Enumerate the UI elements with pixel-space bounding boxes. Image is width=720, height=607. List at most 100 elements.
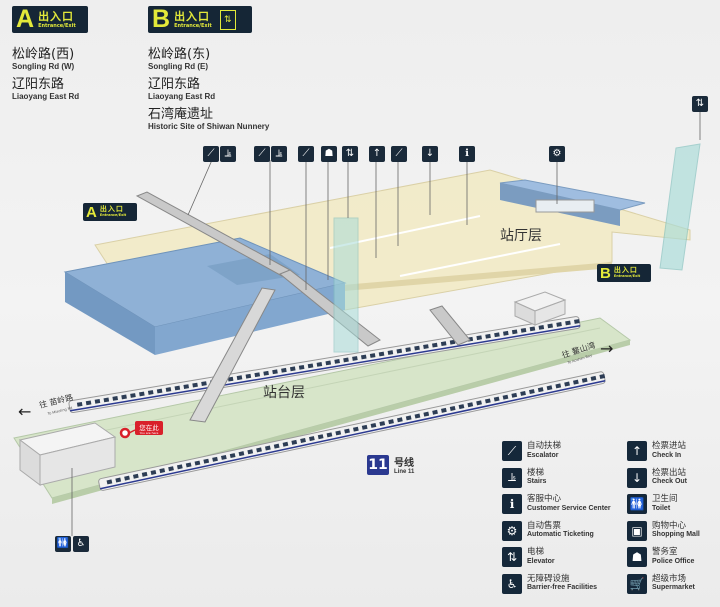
check-out-icon: ↓ [627,467,647,488]
line-badge: 11 号线 Line 11 [367,454,414,475]
platform-building [18,291,567,486]
legend-label-cn: 购物中心 [652,520,687,531]
legend-label-en: Customer Service Center [527,504,611,512]
direction-east-en: To Aoshan Bay [566,353,592,365]
you-are-here-tag [135,421,163,435]
you-are-here-en: You are here [140,431,159,435]
map-exit-b-cn: 出入口 [613,266,638,275]
map-exit-b-tag: B 出入口 Entrance/Exit [597,264,651,282]
map-exit-b-en: Entrance/Exit [613,274,641,279]
escalator-platform-3 [429,305,471,346]
trains [68,316,606,491]
map-exit-a-tag: A 出入口 Entrance/Exit [83,203,137,221]
legend-label-cn: 超级市场 [652,573,687,584]
dest-cn: 松岭路(东) [148,47,211,62]
legend-label-cn: 检票出站 [652,467,687,478]
you-are-here-marker [119,427,131,439]
escalator-icon: ⟋ [203,146,219,162]
elevator-shaft-center [333,217,359,353]
line-en: Line 11 [394,469,415,475]
check-in-icon: ↑ [627,441,647,461]
dest-cn: 松岭路(西) [12,47,75,62]
dest-cn: 石湾庵遗址 [148,106,214,122]
direction-west-en: To Miaoling Rd [46,406,72,416]
map-exit-a-letter: A [86,203,97,221]
legend-label-en: Police Office [652,557,695,565]
customer-service-icon: ℹ [502,494,522,514]
elevator-icon: ⇅ [692,96,708,112]
legend-label-cn: 客服中心 [527,494,562,505]
line-number: 11 [367,454,389,475]
exit-b-en: Entrance/Exit [174,22,212,29]
stairs-icon: ⫡ [502,467,522,488]
legend-label-cn: 电梯 [527,547,545,558]
escalator-icon: ⟋ [298,146,314,162]
elevator-icon: ⇅ [219,9,236,30]
legend-label-en: Elevator [527,557,555,565]
elevator-icon: ⇅ [502,547,522,567]
barrier-free-icon: ♿ [73,536,89,552]
line-cn: 号线 [394,458,414,469]
legend-label-en: Stairs [527,478,547,486]
escalator-icon: ⟋ [254,146,270,162]
map-exit-a-en: Entrance/Exit [99,213,127,218]
escalator-icon: ⟋ [391,146,407,162]
dest-en: Songling Rd (E) [148,62,208,72]
exit-b-letter: B [152,5,171,33]
legend-label-cn: 自动扶梯 [527,441,562,452]
dest-cn: 辽阳东路 [148,76,201,92]
legend-label-cn: 卫生间 [652,494,678,505]
dest-en: Songling Rd (W) [12,62,75,72]
ticketing-structure [499,179,646,226]
automatic-ticketing-icon: ⚙ [549,146,565,162]
legend-label-cn: 无障碍设施 [527,573,570,584]
elevator-shaft-b [659,143,701,271]
train-upper [68,316,581,414]
legend-label-cn: 警务室 [652,547,678,558]
elevator-icon: ⇅ [342,146,358,162]
exit-b-destinations: 松岭路(东) Songling Rd (E) 辽阳东路 Liaoyang Eas… [148,47,270,138]
escalator-icon: ⟋ [502,441,522,461]
exit-a-cn: 出入口 [38,9,75,23]
legend-label-en: Toilet [652,504,671,512]
legend-label-en: Escalator [527,451,559,459]
automatic-ticketing-icon: ⚙ [502,520,522,541]
stairs-icon: ⫡ [271,146,287,162]
legend-label-cn: 楼梯 [527,467,545,478]
legend-label-en: Check In [652,451,682,459]
direction-east-arrow: → [600,339,613,358]
exit-a-en: Entrance/Exit [38,22,76,29]
legend-label-en: Barrier-free Facilities [527,584,598,592]
legend-label-en: Check Out [652,478,688,486]
callout-lines [71,110,701,536]
police-office-icon: ☗ [321,146,337,162]
train-lower [98,371,606,491]
toilet-icon: 🚻 [55,536,71,552]
map-exit-a-cn: 出入口 [99,205,124,214]
check-in-icon: ↑ [369,146,385,162]
exit-a-sign: A 出入口 Entrance/Exit [12,6,88,33]
platform-label: 站台层 [263,385,305,401]
legend-label-cn: 自动售票 [527,520,562,531]
dest-en: Liaoyang East Rd [12,92,80,102]
police-office-icon: ☗ [627,547,647,567]
legend-label-cn: 检票进站 [652,441,687,452]
legend-label-en: Shopping Mall [652,531,700,539]
exit-b-cn: 出入口 [174,9,211,23]
supermarket-icon: 🛒 [627,573,647,594]
escalator-platform-1 [189,287,276,423]
legend-label-en: Automatic Ticketing [527,531,594,539]
dest-en: Historic Site of Shiwan Nunnery [148,122,270,132]
